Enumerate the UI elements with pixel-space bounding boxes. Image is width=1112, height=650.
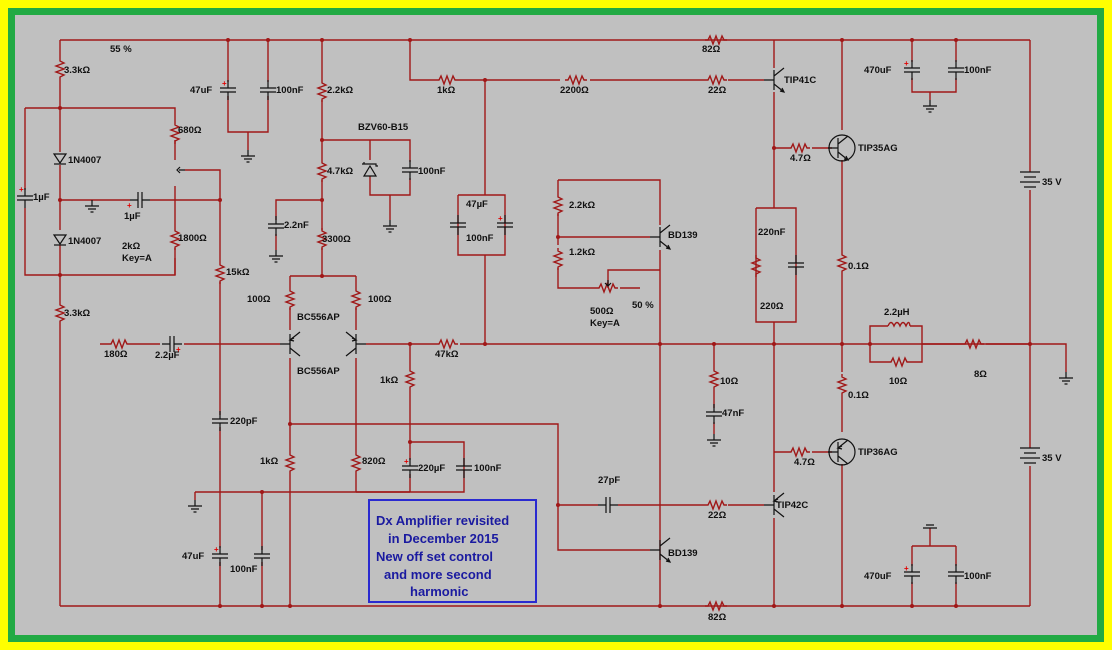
label-c100-top: 100nF bbox=[276, 85, 304, 96]
label-r100-l: 100Ω bbox=[247, 294, 271, 305]
component-labels: 55 % 3.3kΩ 3.3kΩ 1N4007 1N4007 1µF 1µF 6… bbox=[33, 44, 1062, 623]
title-line-5: harmonic bbox=[410, 584, 469, 599]
label-r2200: 2200Ω bbox=[560, 85, 589, 96]
svg-text:+: + bbox=[404, 457, 409, 466]
label-c47u-mid: 47µF bbox=[466, 199, 488, 210]
label-r-bot-left: 3.3kΩ bbox=[64, 308, 90, 319]
label-l22u: 2.2µH bbox=[884, 307, 910, 318]
label-c100-rb: 100nF bbox=[964, 571, 992, 582]
label-c-left: 1µF bbox=[33, 192, 50, 203]
label-q-bc1: BC556AP bbox=[297, 312, 340, 323]
label-r15k: 15kΩ bbox=[226, 267, 250, 278]
label-c47-bot: 47uF bbox=[182, 551, 204, 562]
label-r10-zobel: 10Ω bbox=[720, 376, 739, 387]
label-q-tip41: TIP41C bbox=[784, 75, 816, 86]
label-c220u: 220µF bbox=[418, 463, 445, 474]
label-c27p: 27pF bbox=[598, 475, 620, 486]
label-r10-l: 10Ω bbox=[889, 376, 908, 387]
svg-text:+: + bbox=[222, 79, 227, 88]
schematic-background bbox=[15, 15, 1097, 635]
label-r47-bot: 4.7Ω bbox=[794, 457, 815, 468]
label-r680: 680Ω bbox=[178, 125, 202, 136]
label-r01-top: 0.1Ω bbox=[848, 261, 869, 272]
label-r22-bot: 22Ω bbox=[708, 510, 727, 521]
svg-text:+: + bbox=[176, 345, 181, 354]
label-r1800: 1800Ω bbox=[178, 233, 207, 244]
label-q-bc2: BC556AP bbox=[297, 366, 340, 377]
label-c47-top: 47uF bbox=[190, 85, 212, 96]
label-c47n: 47nF bbox=[722, 408, 744, 419]
label-r3300: 3300Ω bbox=[322, 234, 351, 245]
label-r1k-fb: 1kΩ bbox=[380, 375, 399, 386]
svg-text:+: + bbox=[904, 564, 909, 573]
label-r1k-low: 1kΩ bbox=[260, 456, 279, 467]
svg-text:+: + bbox=[214, 545, 219, 554]
label-r1k-top: 1kΩ bbox=[437, 85, 456, 96]
label-c-mid: 1µF bbox=[124, 211, 141, 222]
label-pot-vbe: 500Ω bbox=[590, 306, 614, 317]
label-d1: 1N4007 bbox=[68, 155, 101, 166]
label-c100-rt: 100nF bbox=[964, 65, 992, 76]
components: + + + + + + + + + bbox=[16, 35, 1074, 611]
label-pct-top: 55 % bbox=[110, 44, 132, 55]
title-box: Dx Amplifier revisited in December 2015 … bbox=[368, 499, 537, 603]
label-r47-top: 4.7Ω bbox=[790, 153, 811, 164]
label-c22n: 2.2nF bbox=[284, 220, 309, 231]
svg-text:+: + bbox=[904, 59, 909, 68]
label-zener: BZV60-B15 bbox=[358, 122, 409, 133]
label-r22k-vbe: 2.2kΩ bbox=[569, 200, 595, 211]
label-r100-r: 100Ω bbox=[368, 294, 392, 305]
svg-text:+: + bbox=[127, 201, 132, 210]
label-r-top-left: 3.3kΩ bbox=[64, 65, 90, 76]
title-line-3: New off set control bbox=[376, 549, 493, 564]
label-r01-bot: 0.1Ω bbox=[848, 390, 869, 401]
label-q-tip42: TIP42C bbox=[776, 500, 808, 511]
label-pot-vbe-key: Key=A bbox=[590, 318, 620, 329]
label-r82-bot: 82Ω bbox=[708, 612, 727, 623]
label-q-tip36: TIP36AG bbox=[858, 447, 898, 458]
label-pct-vbe: 50 % bbox=[632, 300, 654, 311]
title-line-2: in December 2015 bbox=[388, 531, 499, 546]
label-v-bot: 35 V bbox=[1042, 453, 1062, 464]
label-c100-mid2: 100nF bbox=[466, 233, 494, 244]
label-c22u-in: 2.2µF bbox=[155, 350, 180, 361]
label-r180: 180Ω bbox=[104, 349, 128, 360]
label-r12k-vbe: 1.2kΩ bbox=[569, 247, 595, 258]
label-q-bd2: BD139 bbox=[668, 548, 698, 559]
svg-text:+: + bbox=[19, 185, 24, 194]
label-c100-mid: 100nF bbox=[474, 463, 502, 474]
label-q-bd1: BD139 bbox=[668, 230, 698, 241]
label-r820: 820Ω bbox=[362, 456, 386, 467]
label-q-tip35: TIP35AG bbox=[858, 143, 898, 154]
label-r47k-fb: 47kΩ bbox=[435, 349, 459, 360]
label-c470-top: 470uF bbox=[864, 65, 892, 76]
label-c220n: 220nF bbox=[758, 227, 786, 238]
label-pot-left-key: Key=A bbox=[122, 253, 152, 264]
label-r22-top: 22Ω bbox=[708, 85, 727, 96]
label-c100-bot: 100nF bbox=[230, 564, 258, 575]
label-c220p: 220pF bbox=[230, 416, 258, 427]
title-line-1: Dx Amplifier revisited bbox=[376, 513, 509, 528]
label-r22k-top: 2.2kΩ bbox=[327, 85, 353, 96]
label-c100-zener: 100nF bbox=[418, 166, 446, 177]
label-c470-bot: 470uF bbox=[864, 571, 892, 582]
label-r8: 8Ω bbox=[974, 369, 987, 380]
label-r220: 220Ω bbox=[760, 301, 784, 312]
label-r47k-top: 4.7kΩ bbox=[327, 166, 353, 177]
label-v-top: 35 V bbox=[1042, 177, 1062, 188]
label-pot-left: 2kΩ bbox=[122, 241, 141, 252]
svg-text:+: + bbox=[498, 214, 503, 223]
label-d2: 1N4007 bbox=[68, 236, 101, 247]
title-line-4: and more second bbox=[384, 567, 492, 582]
label-r82-top: 82Ω bbox=[702, 44, 721, 55]
